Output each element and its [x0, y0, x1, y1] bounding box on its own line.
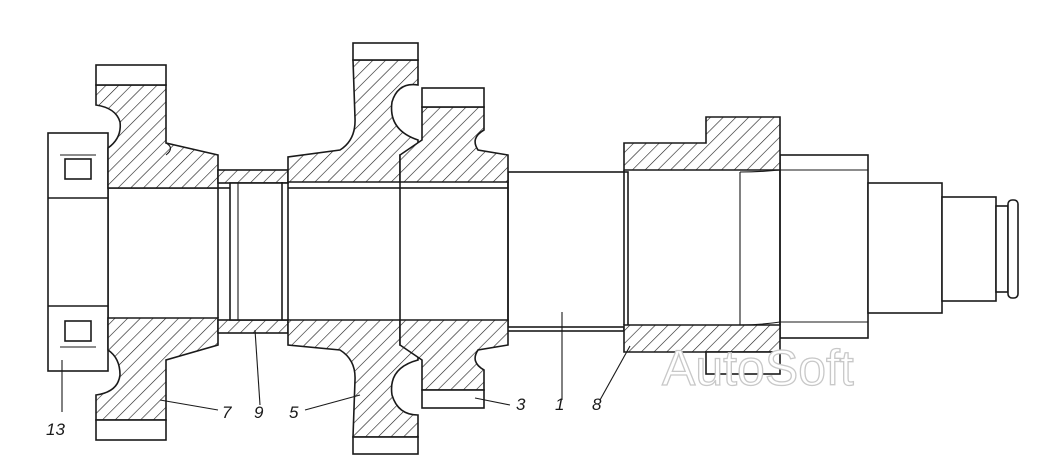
callout-7: 7 — [222, 403, 232, 422]
gear-7 — [95, 64, 219, 441]
gear-5 — [287, 42, 419, 455]
shaft-1 — [107, 154, 1019, 339]
sleeve-8 — [623, 116, 781, 375]
callout-1: 1 — [555, 395, 564, 414]
callout-3: 3 — [516, 395, 526, 414]
callout-9: 9 — [254, 403, 264, 422]
watermark-text: AutoSoft — [662, 340, 854, 396]
bushing-9 — [217, 169, 289, 334]
callout-5: 5 — [289, 403, 299, 422]
gear-3 — [399, 87, 509, 409]
flange-13 — [47, 132, 109, 372]
leader-lines — [61, 312, 631, 412]
callout-8: 8 — [592, 395, 602, 414]
shaft-section-lines — [217, 182, 509, 320]
callout-13: 13 — [46, 420, 65, 439]
